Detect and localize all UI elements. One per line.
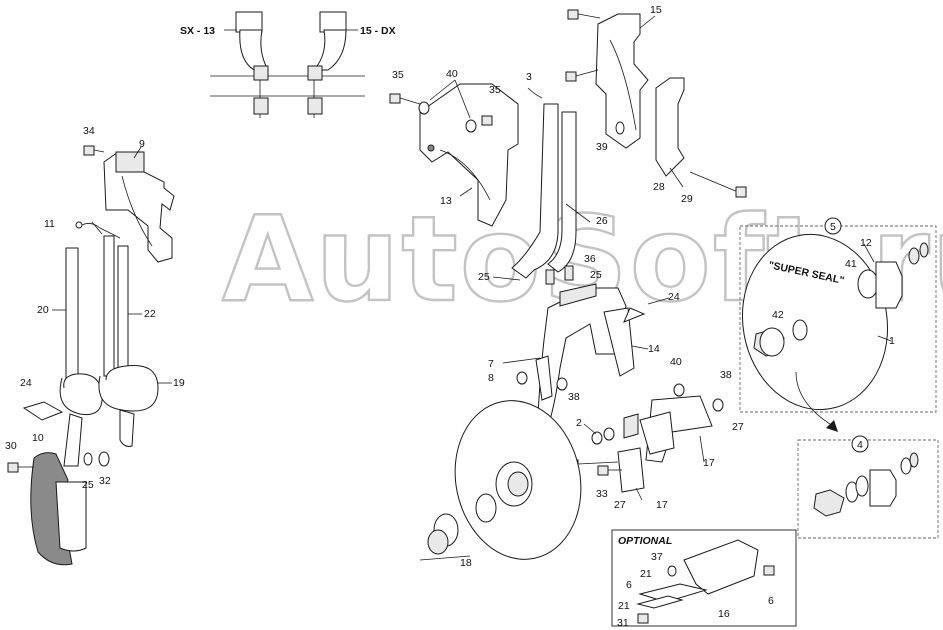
callout-34: 34 bbox=[83, 125, 95, 137]
callout-36: 36 bbox=[584, 253, 596, 265]
callout-3: 3 bbox=[526, 71, 532, 83]
callout-8: 8 bbox=[488, 372, 494, 384]
callout-17a: 17 bbox=[703, 457, 715, 469]
callout-38a: 38 bbox=[568, 391, 580, 403]
callout-33: 33 bbox=[596, 488, 608, 500]
label-sx-13: SX - 13 bbox=[180, 25, 215, 37]
callout-15: 15 bbox=[650, 4, 662, 16]
callout-2: 2 bbox=[576, 417, 582, 429]
callout-6b: 6 bbox=[768, 595, 774, 607]
arrow-to-group-4 bbox=[795, 371, 831, 425]
callout-5-circle bbox=[824, 217, 842, 235]
callout-27a: 27 bbox=[732, 421, 744, 433]
callout-labels: SX - 13 15 - DX 1 2 3 4 5 6 6 7 8 9 10 1… bbox=[5, 4, 895, 629]
callout-26: 26 bbox=[596, 215, 608, 227]
callout-25c: 25 bbox=[590, 269, 602, 281]
arm-26 bbox=[511, 87, 577, 285]
group-4-box bbox=[797, 439, 939, 539]
callout-27b: 27 bbox=[614, 499, 626, 511]
callout-41: 41 bbox=[845, 258, 857, 270]
callout-24b: 24 bbox=[668, 291, 680, 303]
callout-25a: 25 bbox=[82, 479, 94, 491]
callout-16: 16 bbox=[718, 608, 730, 620]
callout-39: 39 bbox=[596, 141, 608, 153]
left-shank-assembly bbox=[7, 145, 175, 566]
callout-35a: 35 bbox=[392, 69, 404, 81]
callout-20: 20 bbox=[37, 304, 49, 316]
callout-35b: 35 bbox=[489, 84, 501, 96]
callout-31: 31 bbox=[617, 617, 629, 629]
callout-1: 1 bbox=[889, 335, 895, 347]
callout-38b: 38 bbox=[720, 369, 732, 381]
callout-5: 5 bbox=[830, 221, 836, 233]
clamp-assembly-13 bbox=[389, 83, 519, 227]
bearing-kit-4 bbox=[813, 452, 919, 517]
callout-4-circle bbox=[851, 435, 869, 453]
callout-22: 22 bbox=[144, 308, 156, 320]
callout-29: 29 bbox=[681, 193, 693, 205]
callout-25b: 25 bbox=[478, 271, 490, 283]
leader-lines bbox=[52, 15, 892, 501]
callout-28: 28 bbox=[653, 181, 665, 193]
sx-dx-mount-sketch bbox=[210, 11, 365, 118]
optional-scraper bbox=[636, 539, 775, 624]
callout-12: 12 bbox=[860, 237, 872, 249]
callout-10: 10 bbox=[32, 432, 44, 444]
callout-9: 9 bbox=[139, 138, 145, 150]
callout-17b: 17 bbox=[656, 499, 668, 511]
callout-42: 42 bbox=[772, 309, 784, 321]
callout-21b: 21 bbox=[618, 600, 630, 612]
callout-11: 11 bbox=[44, 218, 55, 230]
label-15-dx: 15 - DX bbox=[360, 25, 396, 37]
callout-30: 30 bbox=[5, 440, 17, 452]
callout-37: 37 bbox=[651, 551, 663, 563]
optional-title: OPTIONAL bbox=[618, 535, 672, 547]
rear-disc-1: "SUPER SEAL" bbox=[741, 233, 929, 411]
front-disc-18 bbox=[419, 400, 582, 561]
callout-32: 32 bbox=[99, 475, 111, 487]
bracket-15 bbox=[565, 9, 747, 198]
callout-24a: 24 bbox=[20, 377, 32, 389]
callout-40a: 40 bbox=[446, 68, 458, 80]
callout-21a: 21 bbox=[640, 568, 652, 580]
callout-7: 7 bbox=[488, 358, 494, 370]
callout-13: 13 bbox=[440, 195, 452, 207]
callout-4: 4 bbox=[857, 439, 863, 451]
callout-14: 14 bbox=[648, 343, 660, 355]
callout-18: 18 bbox=[460, 557, 472, 569]
optional-box bbox=[611, 529, 797, 627]
callout-40b: 40 bbox=[670, 356, 682, 368]
callout-6a: 6 bbox=[626, 579, 632, 591]
callout-19: 19 bbox=[173, 377, 185, 389]
